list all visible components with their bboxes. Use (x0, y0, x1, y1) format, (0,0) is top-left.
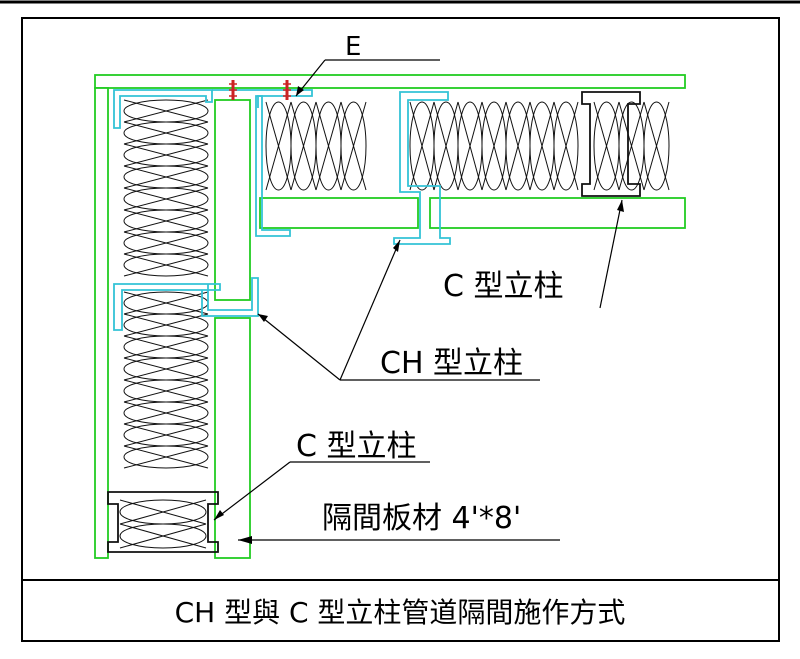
c-stud-left-shape (107, 491, 219, 553)
screw-2 (283, 80, 291, 100)
screw-1 (229, 80, 237, 100)
insulation (119, 99, 670, 549)
corner-track (113, 89, 213, 129)
top-board (94, 74, 686, 89)
ch-stud-left-web (201, 277, 259, 317)
label-board: 隔間板材 4'*8' (322, 501, 521, 536)
leader-lines (213, 59, 624, 544)
left-lower-board (214, 317, 251, 559)
ch-stud-mid (393, 91, 451, 245)
corner-track-top (212, 89, 313, 108)
steel-studs (113, 89, 451, 331)
screws (229, 80, 291, 100)
ch-stud-left (113, 283, 221, 331)
left-stud-cavity-board (214, 99, 251, 301)
label-ch-stud: CH 型立柱 (380, 346, 523, 381)
label-c-stud-right: C 型立柱 (443, 269, 563, 304)
c-studs-black (107, 91, 641, 553)
inner-board-left (259, 197, 419, 229)
label-screw-e: E (345, 32, 361, 62)
inner-board-right (429, 197, 686, 229)
vertical-board-outer (94, 87, 109, 559)
partition-boards (94, 74, 686, 559)
ch-stud-top (255, 95, 291, 237)
c-stud-right-shape (581, 91, 641, 197)
label-c-stud-left: C 型立柱 (296, 429, 416, 464)
drawing-caption: CH 型與 C 型立柱管道隔間施作方式 (175, 596, 626, 629)
drawing-frame (0, 0, 800, 642)
